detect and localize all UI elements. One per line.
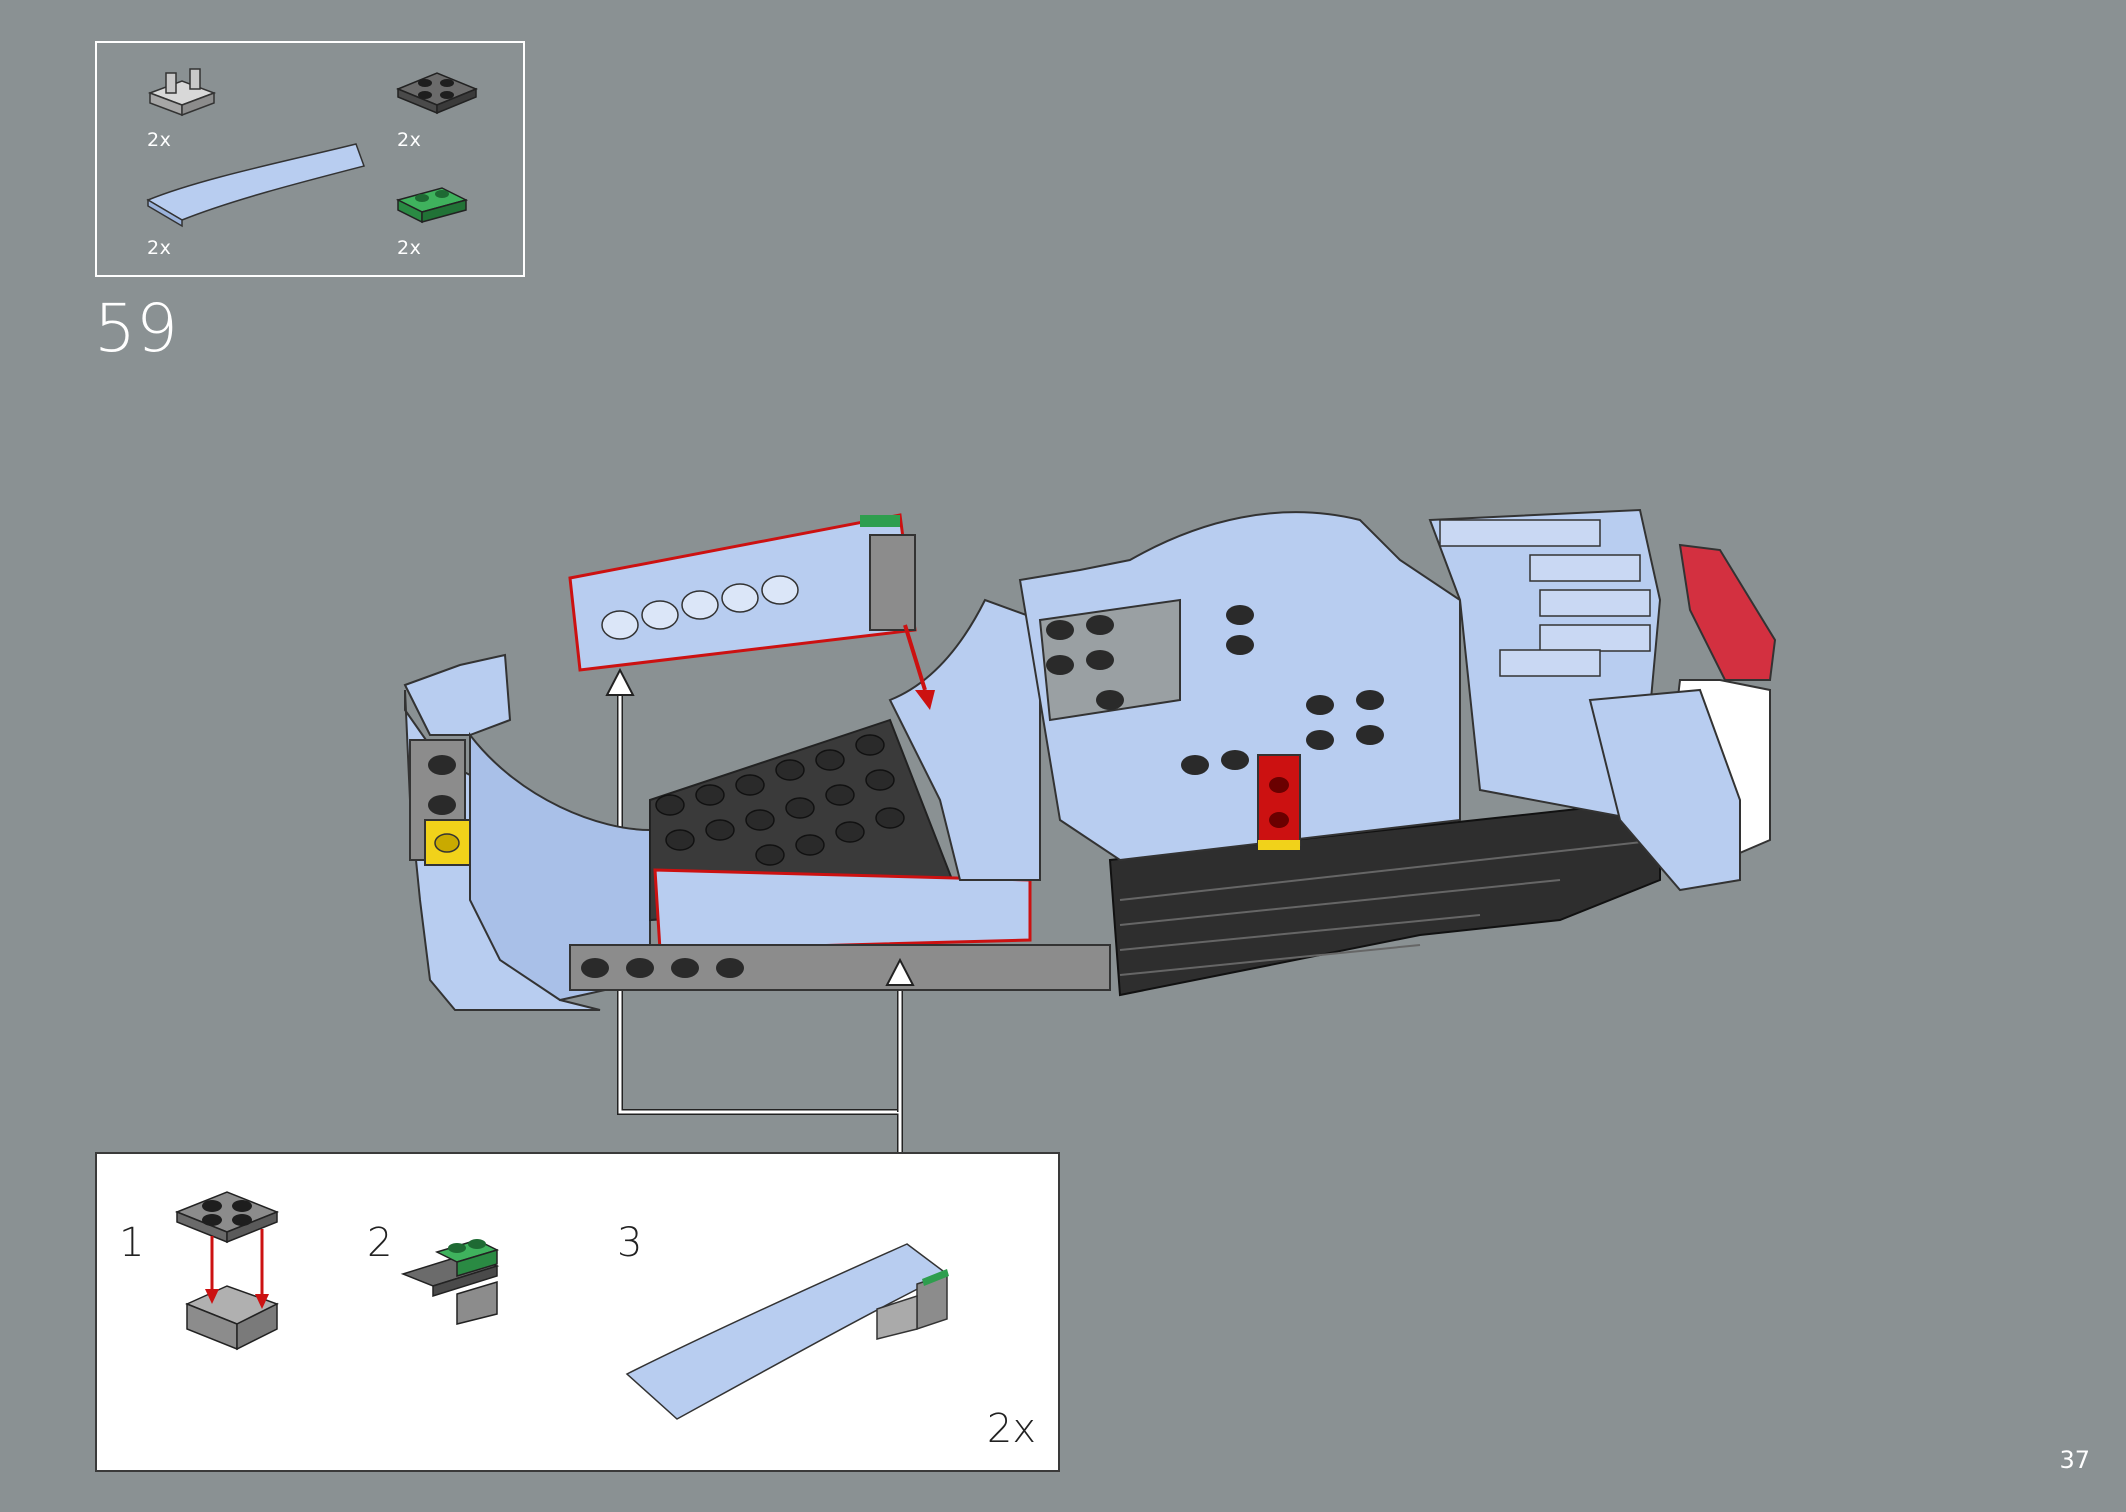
substep-3-illustration — [625, 1243, 949, 1420]
part-qty: 2x — [397, 237, 422, 259]
subassembly-callout: 1 2 3 2x — [95, 1152, 1060, 1472]
step-number: 59 — [94, 290, 178, 367]
substep-2-illustration — [400, 1239, 500, 1325]
substep-1-illustration — [174, 1191, 280, 1351]
dark-plate-part-icon — [396, 72, 478, 115]
clip-bracket-part-icon — [147, 68, 217, 117]
part-qty: 2x — [147, 237, 172, 259]
substep-number: 2 — [367, 1220, 393, 1266]
part-qty: 2x — [147, 129, 172, 151]
curved-slope-part-icon — [146, 143, 365, 228]
page-number: 37 — [2059, 1446, 2090, 1474]
green-plate-part-icon — [395, 187, 469, 224]
substep-number: 3 — [617, 1220, 643, 1266]
substep-number: 1 — [119, 1220, 145, 1266]
subassembly-multiplier: 2x — [986, 1406, 1036, 1452]
part-qty: 2x — [397, 129, 422, 151]
parts-list: 2x 2x 2x 2x — [95, 41, 525, 277]
